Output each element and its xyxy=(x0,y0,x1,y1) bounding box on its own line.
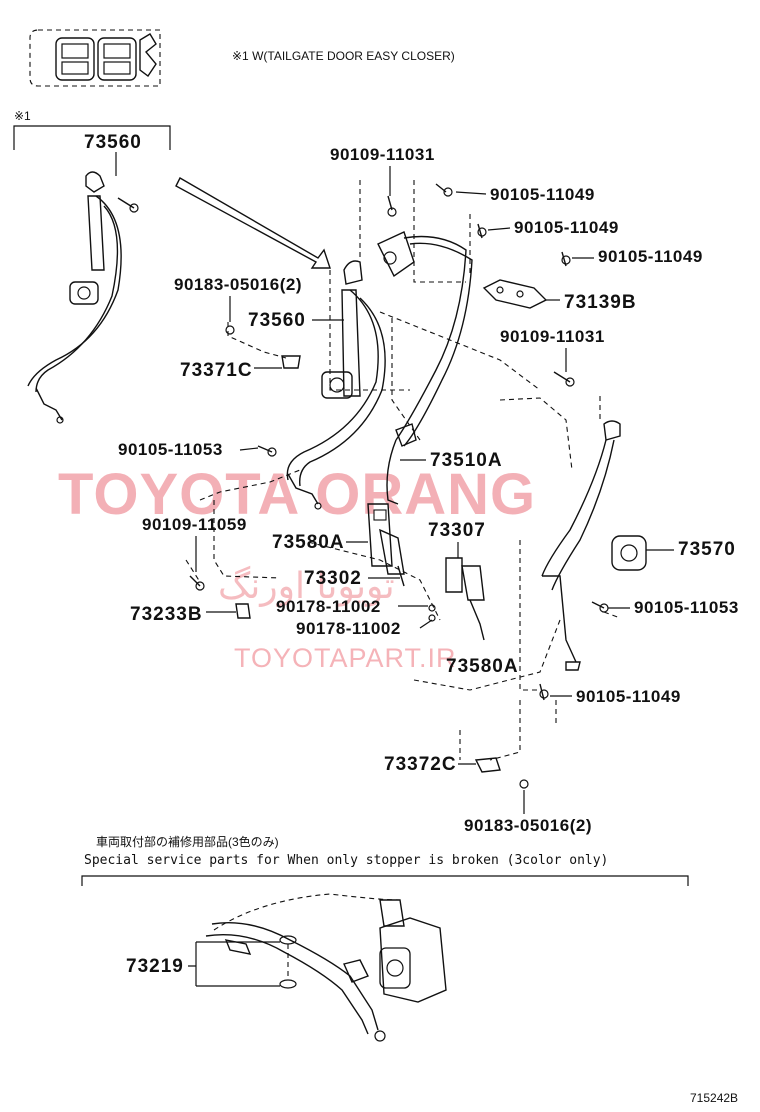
rear-right-seat-belt xyxy=(541,420,647,671)
label-90105-11049-b: 90105-11049 xyxy=(514,218,619,237)
label-73219: 73219 xyxy=(126,956,184,977)
label-90105-11053-right: 90105-11053 xyxy=(634,598,739,617)
vehicle-seat-icon xyxy=(29,29,161,87)
label-90178-11002-a: 90178-11002 xyxy=(276,597,381,616)
label-73371c: 73371C xyxy=(180,360,253,381)
service-bracket xyxy=(81,875,689,886)
small-parts xyxy=(189,183,609,789)
label-90109-11031-top: 90109-11031 xyxy=(330,145,435,164)
label-73302: 73302 xyxy=(304,568,362,589)
label-73580a-right: 73580A xyxy=(446,656,519,677)
label-73372c: 73372C xyxy=(384,754,457,775)
label-73560-inset: 73560 xyxy=(84,132,142,153)
label-73560-main: 73560 xyxy=(248,310,306,331)
label-73580a-left: 73580A xyxy=(272,532,345,553)
arrow-icon xyxy=(175,177,331,269)
label-90183-05016-bottom: 90183-05016(2) xyxy=(464,816,592,835)
label-90105-11049-d: 90105-11049 xyxy=(576,687,681,706)
label-90105-11049-a: 90105-11049 xyxy=(490,185,595,204)
inset-bracket: ※1 xyxy=(13,109,171,150)
watermark-site: TOYOTAPART.IR xyxy=(234,643,457,673)
label-90178-11002-b: 90178-11002 xyxy=(296,619,401,638)
bolt-icon xyxy=(117,197,139,213)
watermark-persian: تويوتا اورنگ xyxy=(218,565,395,607)
diagram-code: 715242B xyxy=(690,1091,738,1105)
service-part-drawing xyxy=(205,893,447,1042)
inset-marker: ※1 xyxy=(14,109,31,123)
label-73233b: 73233B xyxy=(130,604,203,625)
rear-center-seat-belt xyxy=(286,260,386,510)
header-note: ※1 W(TAILGATE DOOR EASY CLOSER) xyxy=(232,49,455,63)
seat-outline xyxy=(185,180,621,761)
leader-73219 xyxy=(188,941,280,987)
label-90183-05016-top: 90183-05016(2) xyxy=(174,275,302,294)
inset-seat-belt-assembly xyxy=(27,171,139,424)
service-note-japanese: 車両取付部の補修用部品(3色のみ) xyxy=(96,834,279,849)
label-73570: 73570 xyxy=(678,539,736,560)
label-90105-11053-left: 90105-11053 xyxy=(118,440,223,459)
buckles xyxy=(367,503,485,641)
label-90109-11031-right: 90109-11031 xyxy=(500,327,605,346)
label-73307: 73307 xyxy=(428,520,486,541)
watermark-main: TOYOTA ORANG xyxy=(58,462,536,527)
label-73510a: 73510A xyxy=(430,450,503,471)
service-note-english: Special service parts for When only stop… xyxy=(84,853,608,868)
label-90109-11059: 90109-11059 xyxy=(142,515,247,534)
rear-left-seat-belt xyxy=(377,231,473,505)
label-90105-11049-c: 90105-11049 xyxy=(598,247,703,266)
label-73139b: 73139B xyxy=(564,292,637,313)
retractor-73139b xyxy=(482,279,548,309)
